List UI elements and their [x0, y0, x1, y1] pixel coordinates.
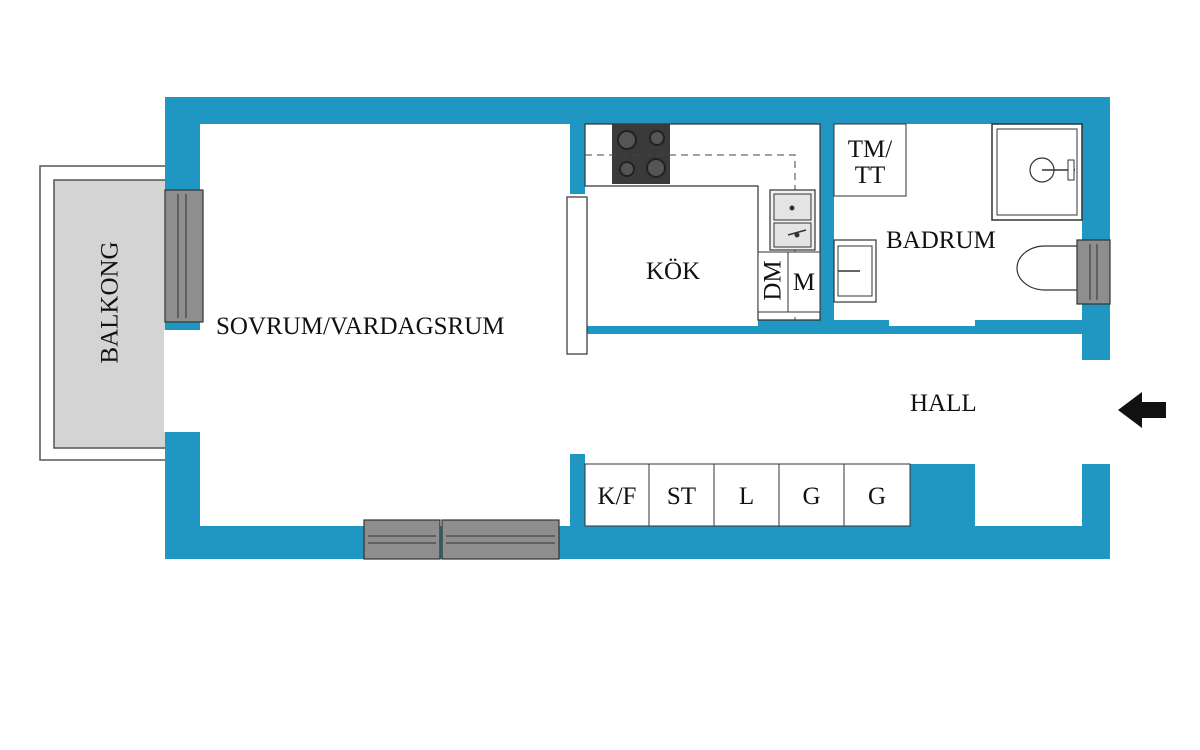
closet-left-wall [570, 454, 585, 526]
closet-label-g2: G [867, 483, 887, 510]
window-balcony [164, 189, 204, 323]
kitchen-bottom-wall [758, 320, 820, 334]
stove-burner [649, 130, 665, 146]
toilet [1016, 245, 1083, 291]
wall-cabinet-outline [585, 154, 796, 320]
closet-label-l: L [738, 483, 755, 510]
dishwasher-label: DM [759, 260, 787, 301]
window-bottom-right [441, 519, 560, 560]
balcony [53, 179, 167, 449]
hall-floor [200, 334, 1082, 464]
hall-right-lower-wall [1082, 464, 1110, 526]
washer-dryer-box [833, 123, 907, 197]
closet-label-g1: G [802, 483, 821, 510]
microwave-label: M [792, 269, 816, 296]
balcony-label: BALKONG [96, 241, 124, 364]
closet-l [713, 463, 780, 527]
closet-g1 [778, 463, 845, 527]
closet-row [584, 463, 911, 527]
hall-label: HALL [910, 390, 977, 417]
bath-bottom-wall-right [975, 320, 1082, 334]
stove-burner [646, 158, 666, 178]
kitchen-bath-wall [820, 124, 834, 334]
bath-bottom-wall-left [834, 320, 889, 334]
closet-label-kf: K/F [597, 483, 637, 510]
drain-icon [794, 232, 800, 238]
closet-st [648, 463, 715, 527]
living-room-label: SOVRUM/VARDAGSRUM [216, 313, 505, 340]
closet-kf [584, 463, 650, 527]
bathroom-label: BADRUM [886, 227, 996, 254]
kitchen-sink-basin [773, 222, 812, 248]
hall-right-upper-wall [1082, 320, 1110, 360]
hall-bottom-block [910, 464, 975, 526]
entrance-opening [1080, 360, 1112, 464]
closet-label-st: ST [666, 483, 697, 510]
dishwasher-box [757, 251, 789, 313]
room-divider [566, 196, 588, 355]
kitchen-label: KÖK [646, 258, 701, 285]
faucet-icon [787, 229, 807, 236]
closet-g2 [843, 463, 911, 527]
entrance-arrow-icon [1118, 392, 1166, 428]
window-bathroom [1076, 239, 1111, 305]
balcony-door-opening [164, 330, 204, 432]
shower-inner [996, 128, 1078, 216]
stove-burner [617, 130, 637, 150]
living-lower-floor [200, 464, 570, 526]
lower-right-nook [975, 464, 1082, 526]
kitchen-left-wall [570, 124, 585, 194]
shower-tap-icon [1067, 159, 1075, 181]
washer-dryer-label: TM/ TT [847, 136, 893, 190]
stove-burner [619, 161, 635, 177]
window-bottom-left [363, 519, 441, 560]
drain-icon [789, 205, 795, 211]
microwave-box [787, 251, 821, 313]
